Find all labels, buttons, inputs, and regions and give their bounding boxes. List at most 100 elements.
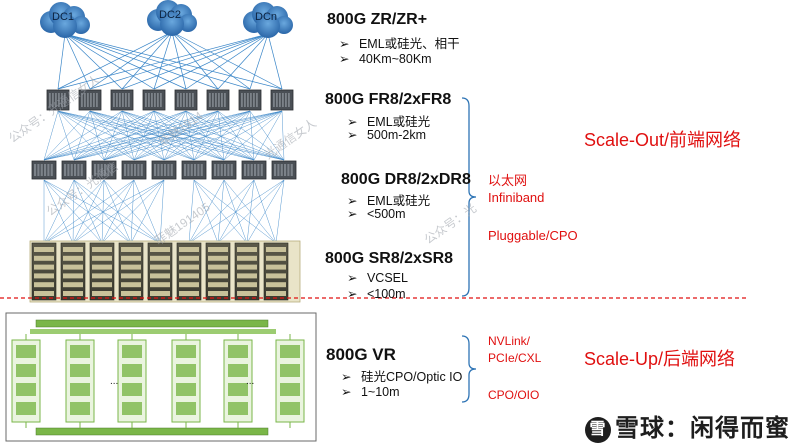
- spine-leaf-link: [121, 110, 135, 161]
- leaf-tor-link: [101, 179, 135, 244]
- switch-port: [257, 164, 260, 176]
- tier-dr8-title: 800G DR8/2xDR8: [341, 171, 471, 188]
- spine-leaf-link: [103, 110, 187, 161]
- switch-port: [260, 164, 263, 176]
- spine-leaf-link: [163, 110, 283, 161]
- leaf-tor-link: [193, 179, 219, 244]
- switch-port: [145, 93, 147, 107]
- switch-port: [227, 164, 230, 176]
- spine-leaf-link: [121, 110, 165, 161]
- leaf-tor-link: [72, 179, 75, 244]
- cloud-spine-link: [64, 33, 155, 90]
- spine-leaf-link: [185, 110, 225, 161]
- rack-slot: [266, 273, 286, 279]
- switch-port: [217, 164, 220, 176]
- rack-slot: [34, 247, 54, 252]
- rack-slot: [208, 282, 228, 288]
- switch-port: [218, 93, 220, 107]
- spine-leaf-link: [217, 110, 225, 161]
- leaf-tor-link: [72, 179, 105, 244]
- switch-port: [256, 93, 258, 107]
- spine-leaf-link: [121, 110, 195, 161]
- spine-leaf-link: [153, 110, 285, 161]
- rack-slot: [92, 247, 112, 252]
- rack-slot: [63, 255, 83, 261]
- gpu-chip: [70, 402, 90, 415]
- spine-leaf-link: [223, 110, 283, 161]
- bullet-arrow-icon: ➢: [339, 52, 350, 66]
- rack-slot: [34, 255, 54, 261]
- switch-port: [137, 164, 140, 176]
- leaf-tor-link: [73, 179, 132, 244]
- gpu-chip: [122, 345, 142, 358]
- spine-leaf-link: [249, 110, 255, 161]
- scale-up-item-cpo: CPO/OIO: [488, 388, 540, 402]
- gpu-node-icon: [171, 334, 201, 428]
- switch-port: [247, 93, 249, 107]
- rack-slot: [150, 247, 170, 252]
- cloud-puff: [179, 14, 197, 32]
- bullet-arrow-icon: ➢: [341, 370, 352, 384]
- switch-port: [209, 93, 211, 107]
- cloud-puff: [160, 12, 184, 36]
- leaf-tor-link: [101, 179, 165, 244]
- switch-port: [279, 93, 281, 107]
- rack-slot: [150, 273, 170, 279]
- switch-port: [148, 93, 150, 107]
- switch-port: [170, 164, 173, 176]
- tier-sr8-title: 800G SR8/2xSR8: [325, 250, 454, 267]
- cloud-spine-link: [171, 31, 251, 90]
- leaf-tor-link: [43, 179, 105, 244]
- cloud-spine-link: [171, 31, 219, 90]
- leaf-tor-link: [43, 179, 103, 244]
- cloud-icon: [243, 2, 293, 38]
- switch-port: [224, 164, 227, 176]
- leaf-switch-icon: [151, 160, 177, 180]
- switch-port: [61, 93, 63, 107]
- rack-slot: [34, 282, 54, 288]
- switch-port: [290, 164, 293, 176]
- leaf-tor-link: [43, 179, 161, 244]
- switch-port: [49, 93, 51, 107]
- tier-sr8-bullet-2: ➢ <100m: [347, 287, 406, 301]
- switch-port: [157, 164, 160, 176]
- cloud-spine-link: [185, 33, 269, 90]
- gpu-chip: [70, 345, 90, 358]
- switch-port: [280, 164, 283, 176]
- scale-out-bracket: [461, 97, 477, 297]
- tor-rack-icon: [234, 242, 260, 301]
- switch-port: [282, 93, 284, 107]
- spine-leaf-link: [121, 110, 285, 161]
- spine-leaf-link: [153, 110, 195, 161]
- leaf-tor-link: [188, 179, 285, 244]
- switch-port: [125, 93, 127, 107]
- spine-leaf-link: [217, 110, 255, 161]
- leaf-tor-link: [188, 179, 195, 244]
- rack-body: [205, 242, 231, 301]
- spine-leaf-link: [249, 110, 285, 161]
- tier-fr8-bullet-2: ➢ 500m-2km: [347, 128, 427, 142]
- brackets-and-divider: [0, 97, 748, 403]
- spine-leaf-link: [57, 110, 135, 161]
- switch-port: [34, 164, 37, 176]
- scale-out-item-ethernet: 以太网: [488, 173, 528, 188]
- spine-leaf-link: [153, 110, 165, 161]
- rack-slot: [208, 264, 228, 270]
- network-nodes: [29, 0, 301, 303]
- switch-port: [197, 164, 200, 176]
- gpu-chip: [122, 364, 142, 377]
- switch-port: [58, 93, 60, 107]
- leaf-tor-link: [193, 179, 277, 244]
- tier-zr-bullet-2: ➢ 40Km~80Km: [339, 52, 432, 66]
- cloud-puff: [72, 16, 90, 34]
- cloud-spine-link: [64, 33, 251, 90]
- cloud-icon: [147, 0, 197, 36]
- switch-port: [244, 93, 246, 107]
- switch-port: [44, 164, 47, 176]
- leaf-switch-icon: [271, 160, 297, 180]
- cloud-spine-link: [121, 33, 269, 90]
- rack-slot: [150, 255, 170, 261]
- spine-leaf-link: [89, 110, 195, 161]
- cloud-spine-link: [57, 33, 269, 90]
- bullet-arrow-icon: ➢: [347, 271, 358, 285]
